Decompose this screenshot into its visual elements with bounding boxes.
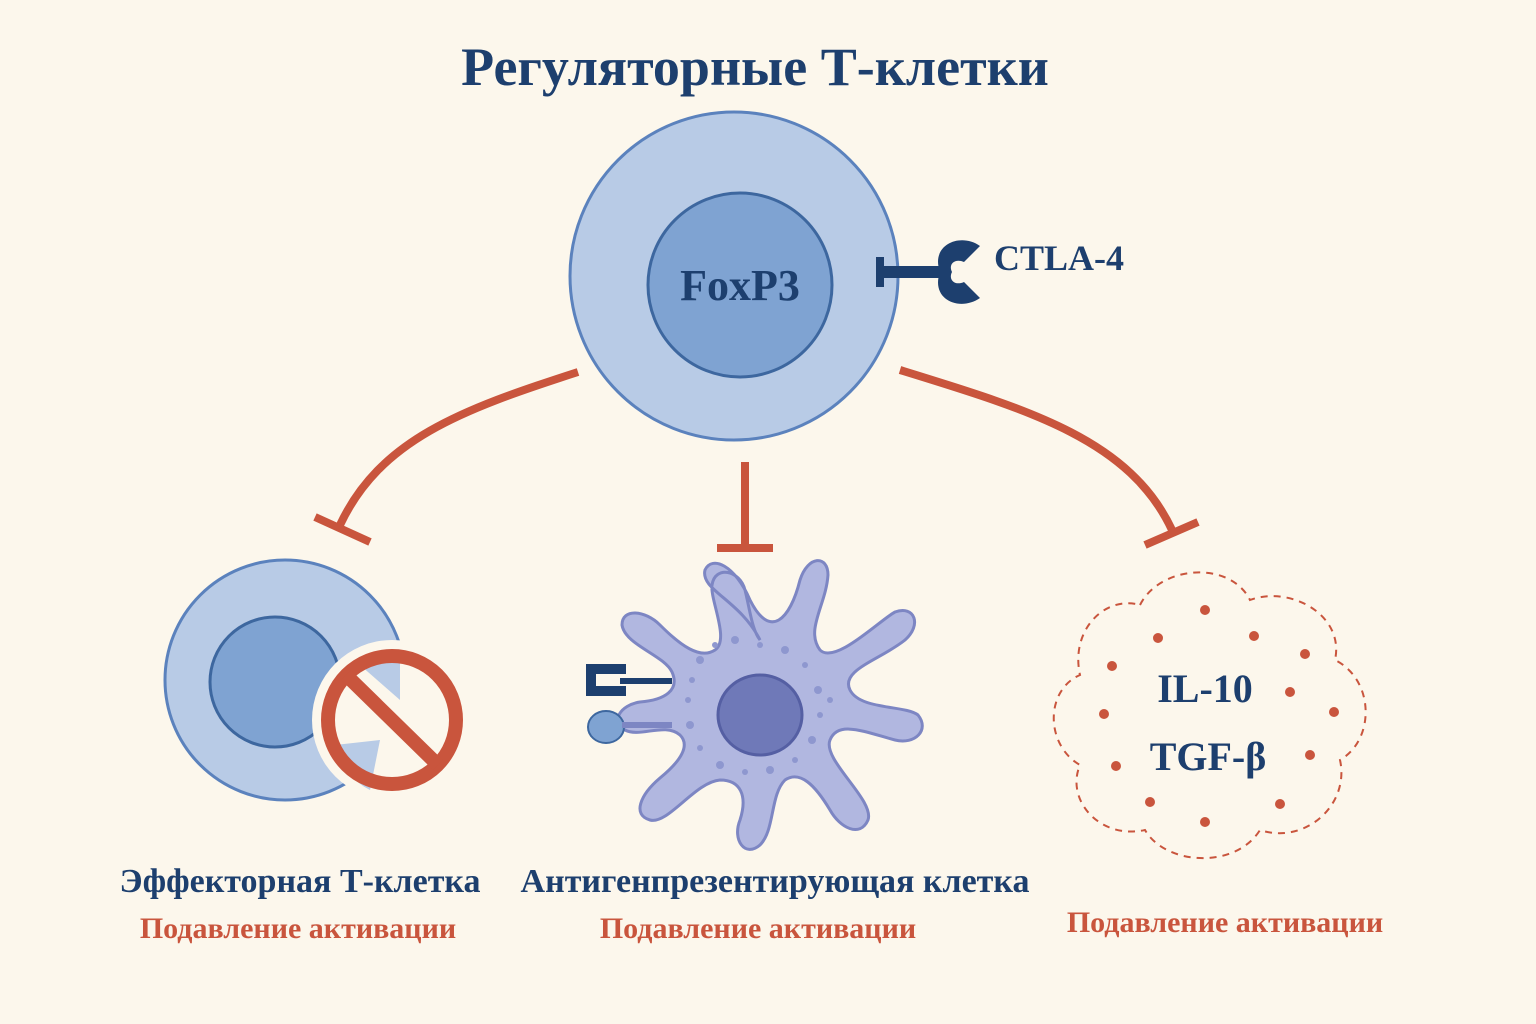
- tgfb-label: TGF-β: [1150, 734, 1267, 779]
- cytokine-cloud: IL-10 TGF-β: [1052, 571, 1367, 860]
- page-title: Регуляторные Т-клетки: [461, 37, 1049, 97]
- antigen-presenting-cell: [586, 559, 924, 851]
- treg-cell: FoxP3: [568, 110, 900, 442]
- inhibit-arrow-left: [336, 368, 580, 527]
- effector-effect-label: Подавление активации: [140, 912, 456, 945]
- inhibition-arrows: [313, 366, 1200, 552]
- apc-label: Антигенпрезентирующая клетка: [521, 863, 1030, 900]
- apc-nucleus: [716, 673, 804, 757]
- cytokine-dots: [1099, 605, 1339, 827]
- il10-label: IL-10: [1157, 666, 1253, 711]
- inhibit-arrow-right: [898, 366, 1176, 532]
- mhc-receptor-icon: [586, 664, 672, 696]
- apc-effect-label: Подавление активации: [600, 912, 916, 945]
- foxp3-label: FoxP3: [680, 261, 800, 310]
- inhibit-bar-right: [1143, 518, 1200, 549]
- cytokine-cloud-outline: [1052, 571, 1367, 860]
- apc-granules: [685, 636, 833, 775]
- cytokine-effect-label: Подавление активации: [1067, 906, 1383, 939]
- ctla4-receptor-icon: [876, 240, 980, 304]
- effector-t-cell: [163, 558, 472, 802]
- treg-nucleus: [646, 191, 834, 379]
- prohibited-icon: [312, 640, 472, 800]
- effector-cell-label: Эффекторная Т-клетка: [120, 863, 481, 900]
- ligand-receptor-icon: [587, 710, 672, 744]
- ctla4-label: CTLA-4: [994, 238, 1124, 278]
- inhibit-bar-left: [313, 513, 372, 546]
